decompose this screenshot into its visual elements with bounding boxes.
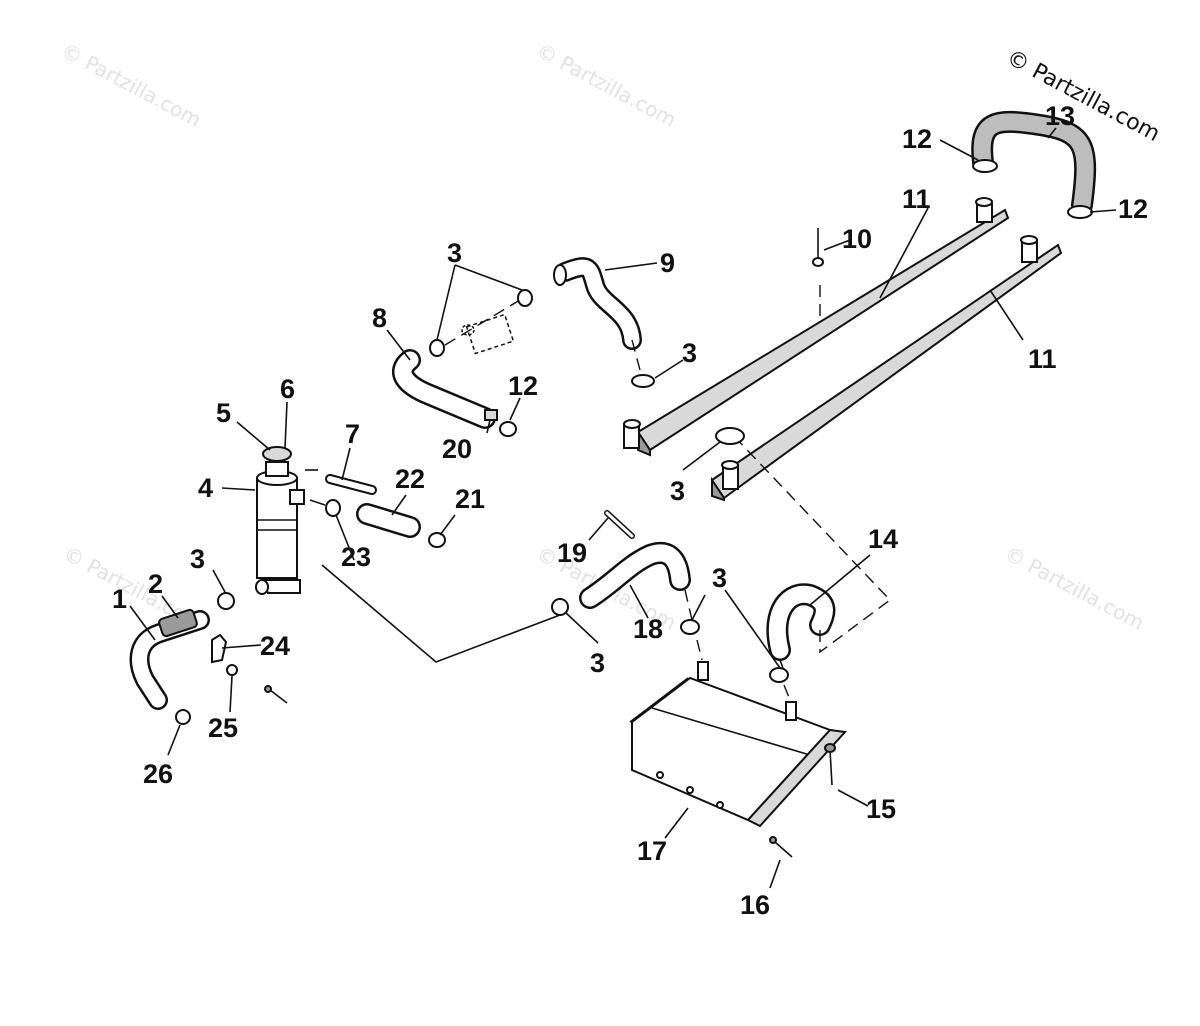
washer-25 bbox=[226, 664, 238, 676]
callout-9: 9 bbox=[660, 248, 675, 278]
callout-26: 26 bbox=[143, 759, 173, 789]
callout-5: 5 bbox=[216, 398, 231, 428]
callout-leaders bbox=[129, 127, 1117, 889]
heat-shield-17 bbox=[629, 661, 848, 828]
callout-4: 4 bbox=[198, 473, 213, 503]
watermark: © Partzilla.com bbox=[1001, 541, 1149, 635]
heat-exchanger-lower bbox=[710, 235, 1063, 502]
callout-3: 3 bbox=[447, 238, 462, 268]
hose-clamp-21 bbox=[428, 532, 446, 548]
callout-3: 3 bbox=[190, 544, 205, 574]
crossover-hose-13 bbox=[971, 110, 1097, 219]
callout-18: 18 bbox=[633, 614, 663, 644]
callout-3: 3 bbox=[682, 338, 697, 368]
hose-clamp-3 bbox=[217, 592, 235, 610]
callout-6: 6 bbox=[280, 374, 295, 404]
watermark: © Partzilla.com bbox=[533, 38, 681, 132]
screw-10 bbox=[812, 228, 824, 267]
callout-24: 24 bbox=[260, 631, 290, 661]
callout-17: 17 bbox=[637, 836, 667, 866]
hose-clamp-3 bbox=[631, 374, 655, 388]
callout-8: 8 bbox=[372, 303, 387, 333]
hose-18 bbox=[579, 542, 691, 609]
hose-clamp-3 bbox=[429, 339, 445, 357]
hose-9 bbox=[553, 257, 642, 350]
callout-15: 15 bbox=[866, 794, 896, 824]
hose-1 bbox=[129, 610, 210, 710]
hose-clamp-12 bbox=[499, 421, 517, 437]
callout-11: 11 bbox=[902, 184, 931, 214]
callout-14: 14 bbox=[868, 524, 898, 554]
hose-8 bbox=[392, 349, 496, 429]
leader-dash bbox=[729, 431, 892, 654]
hose-clamp-3 bbox=[680, 619, 700, 635]
hose-clamp-3 bbox=[715, 427, 745, 445]
leader-dash bbox=[783, 684, 791, 701]
callout-1: 1 bbox=[112, 584, 127, 614]
leader-line bbox=[779, 659, 784, 669]
leader-line bbox=[321, 564, 561, 663]
hose-clamp-26 bbox=[175, 709, 191, 725]
hose-14 bbox=[766, 583, 836, 661]
heat-exchanger-upper bbox=[623, 197, 1010, 457]
tube-7 bbox=[325, 474, 377, 495]
rivet-16 bbox=[769, 836, 793, 858]
callout-22: 22 bbox=[395, 464, 425, 494]
callout-13: 13 bbox=[1045, 101, 1075, 131]
leader-dash bbox=[684, 589, 693, 621]
bracket-24 bbox=[211, 633, 228, 664]
leader-line bbox=[309, 499, 326, 506]
leader-dash bbox=[696, 639, 703, 661]
callout-21: 21 bbox=[455, 484, 485, 514]
leader-dash bbox=[444, 299, 521, 346]
callout-19: 19 bbox=[557, 538, 587, 568]
watermark: © Partzilla.com bbox=[58, 38, 206, 132]
screw-15 bbox=[824, 743, 836, 786]
coolant-reservoir-4 bbox=[255, 446, 305, 595]
hose-clamp-23 bbox=[325, 499, 341, 517]
callout-2: 2 bbox=[148, 569, 163, 599]
thermostat-housing bbox=[461, 313, 515, 355]
hose-clamp-3 bbox=[551, 598, 569, 616]
callout-23: 23 bbox=[341, 542, 371, 572]
callout-20: 20 bbox=[442, 434, 472, 464]
hose-clamp-3 bbox=[769, 667, 789, 683]
callout-16: 16 bbox=[740, 890, 770, 920]
hose-22 bbox=[356, 503, 421, 538]
cable-tie-19 bbox=[604, 510, 635, 539]
callout-10: 10 bbox=[842, 224, 872, 254]
callout-12: 12 bbox=[1118, 194, 1148, 224]
leader-dash bbox=[631, 339, 641, 371]
callout-12: 12 bbox=[508, 371, 538, 401]
callout-3: 3 bbox=[712, 563, 727, 593]
callout-11: 11 bbox=[1028, 344, 1057, 374]
callout-12: 12 bbox=[902, 124, 932, 154]
hose-clamp-3 bbox=[517, 289, 533, 307]
callout-3: 3 bbox=[590, 648, 605, 678]
callout-3: 3 bbox=[670, 476, 685, 506]
fitting-20 bbox=[484, 409, 498, 421]
callout-25: 25 bbox=[208, 713, 238, 743]
callout-7: 7 bbox=[345, 419, 360, 449]
screw bbox=[264, 685, 288, 704]
